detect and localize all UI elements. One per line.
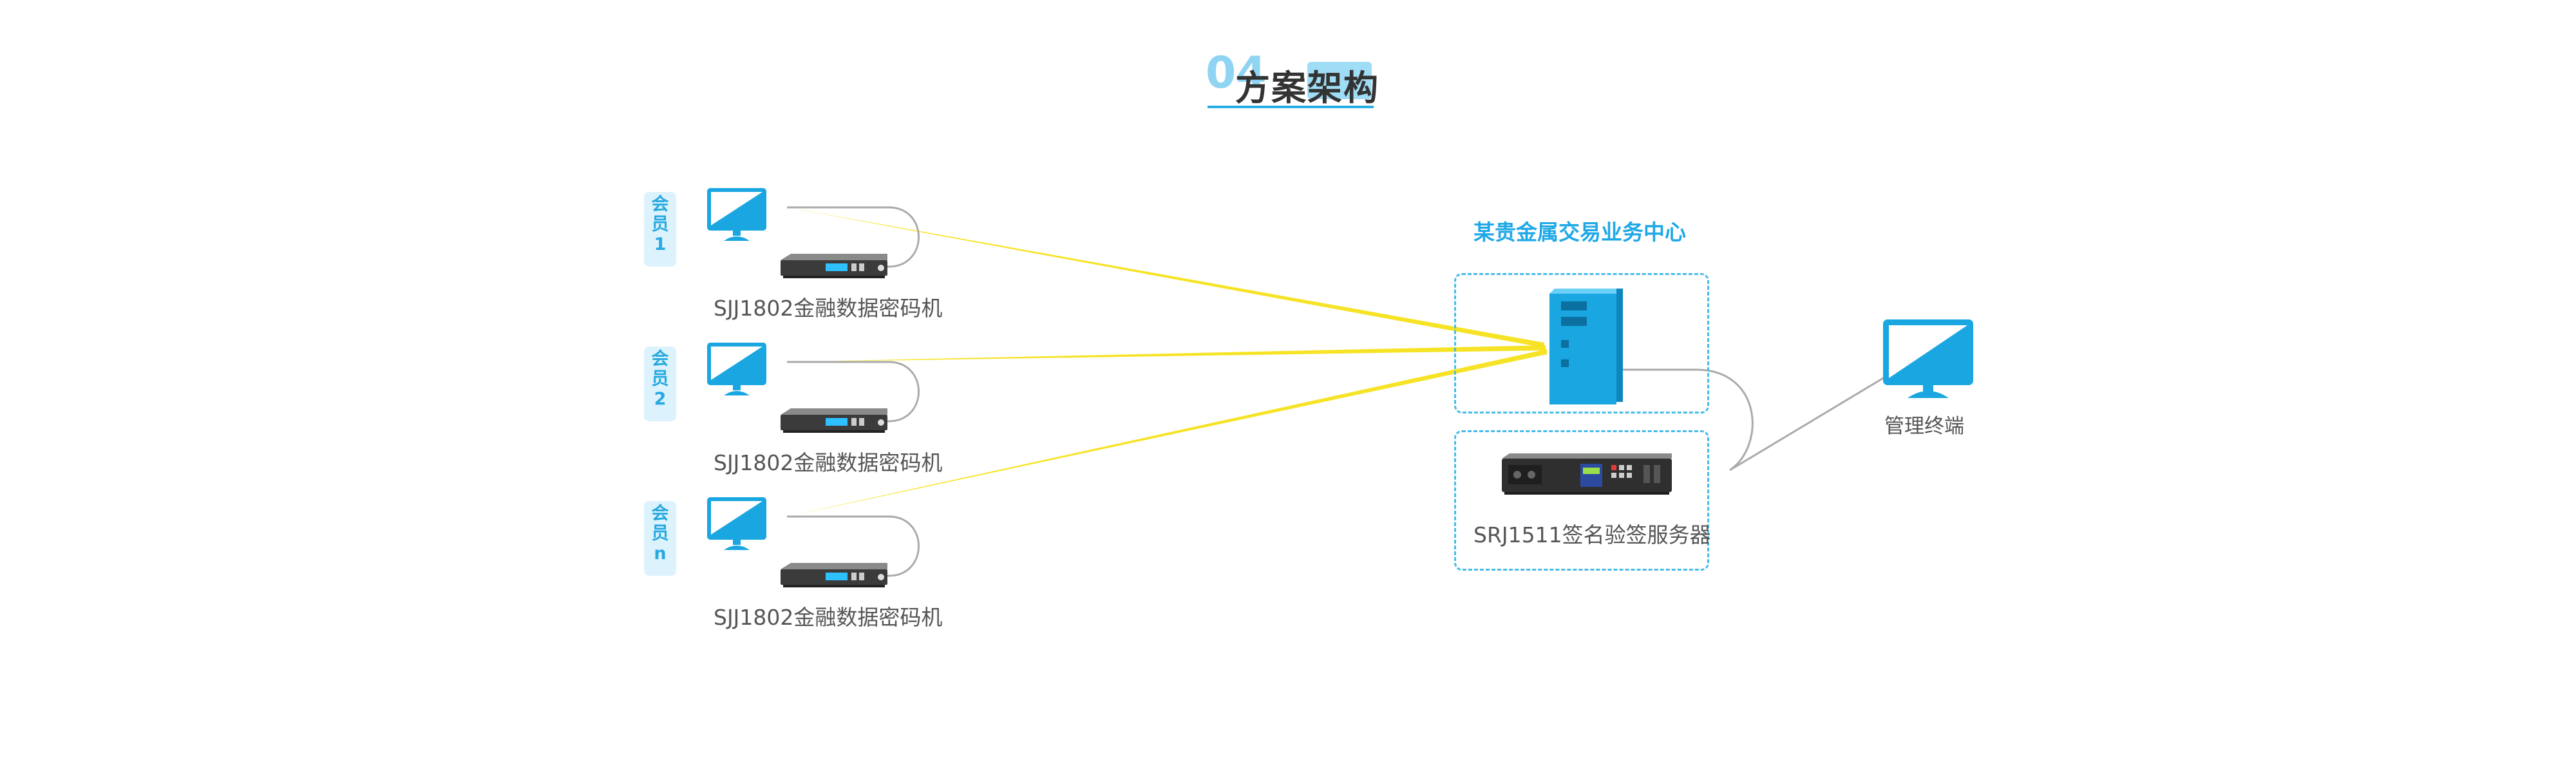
section-title-highlight: 架构 [1307,68,1379,108]
signature-server-device [1502,453,1672,495]
crypto-device-n [781,563,887,587]
cable-member-n [787,515,920,577]
device-label-member-1: SJJ1802金融数据密码机 [714,296,943,321]
server-tower-icon [1549,289,1623,404]
member-tag-1: 会 员 1 [644,192,676,267]
link-member-2 [787,345,1546,362]
management-terminal-label: 管理终端 [1884,415,1964,438]
monitor-member-n [707,497,766,550]
section-title: 方案架构 [1235,59,1379,110]
cable-center-terminal [1623,368,1885,471]
title-underline [1208,106,1374,108]
section-title-plain: 方案 [1235,68,1307,108]
member-tag-2: 会 员 2 [644,347,676,421]
monitor-member-2 [707,343,766,395]
monitor-member-1 [707,188,766,241]
crypto-device-2 [781,408,887,433]
device-label-member-2: SJJ1802金融数据密码机 [714,450,943,475]
member-tag-n: 会 员 n [644,501,676,576]
center-box-top [1454,273,1709,413]
section-number: 04 [1206,48,1267,99]
link-member-n [787,349,1547,517]
crypto-device-1 [781,254,887,278]
cable-member-1 [787,206,920,268]
cable-member-2 [787,361,920,423]
link-lines [787,207,1547,517]
device-label-member-n: SJJ1802金融数据密码机 [714,605,943,630]
monitor-management-terminal [1883,319,1973,398]
title-highlight [1307,62,1372,99]
signature-server-label: SRJ1511签名验签服务器 [1473,522,1711,547]
link-member-1 [787,207,1544,348]
member-cables [787,206,920,577]
center-title: 某贵金属交易业务中心 [1473,220,1686,245]
center-box-bottom [1454,430,1709,571]
